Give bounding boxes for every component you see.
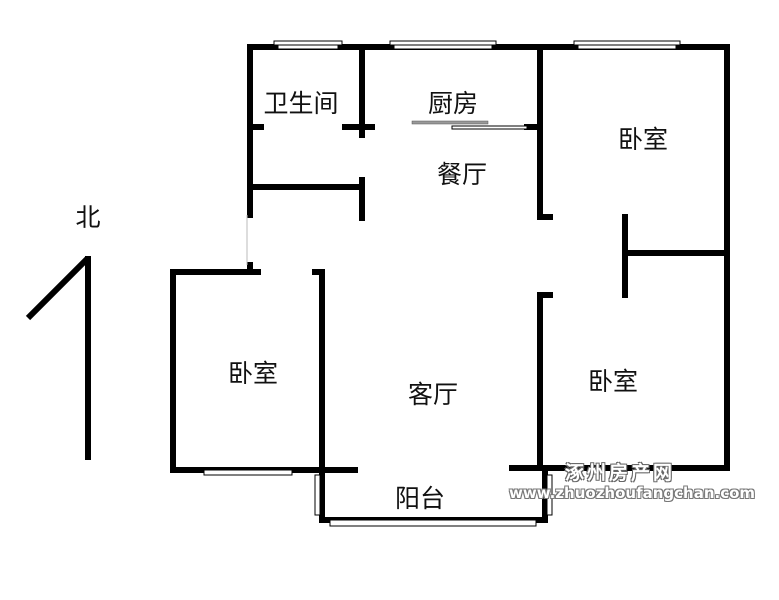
room-label-bedroom-ne: 卧室: [617, 125, 669, 154]
room-label-living: 客厅: [407, 380, 459, 409]
windows: [203, 40, 681, 527]
room-label-kitchen: 厨房: [427, 89, 479, 118]
room-label-balcony: 阳台: [394, 484, 446, 513]
window: [389, 40, 497, 46]
watermark-url: www.zhuozhoufangchan.com: [509, 484, 756, 502]
room-label-dining: 餐厅: [436, 160, 488, 189]
watermark-name: 涿州房产网: [565, 462, 676, 484]
window-pane: [277, 44, 339, 50]
window-pane: [577, 44, 677, 50]
sliding-door: [411, 120, 528, 130]
window: [573, 40, 681, 46]
room-label-bedroom-se: 卧室: [587, 367, 639, 396]
window: [273, 40, 343, 46]
window: [546, 474, 553, 516]
window: [329, 519, 537, 527]
walls: [170, 44, 730, 523]
north-arrow-icon: [25, 255, 91, 460]
window: [314, 474, 321, 516]
north-label: 北: [75, 203, 101, 232]
room-label-bathroom: 卫生间: [263, 89, 339, 118]
room-label-bedroom-w: 卧室: [227, 359, 279, 388]
window: [203, 469, 293, 476]
window-pane: [393, 44, 493, 50]
